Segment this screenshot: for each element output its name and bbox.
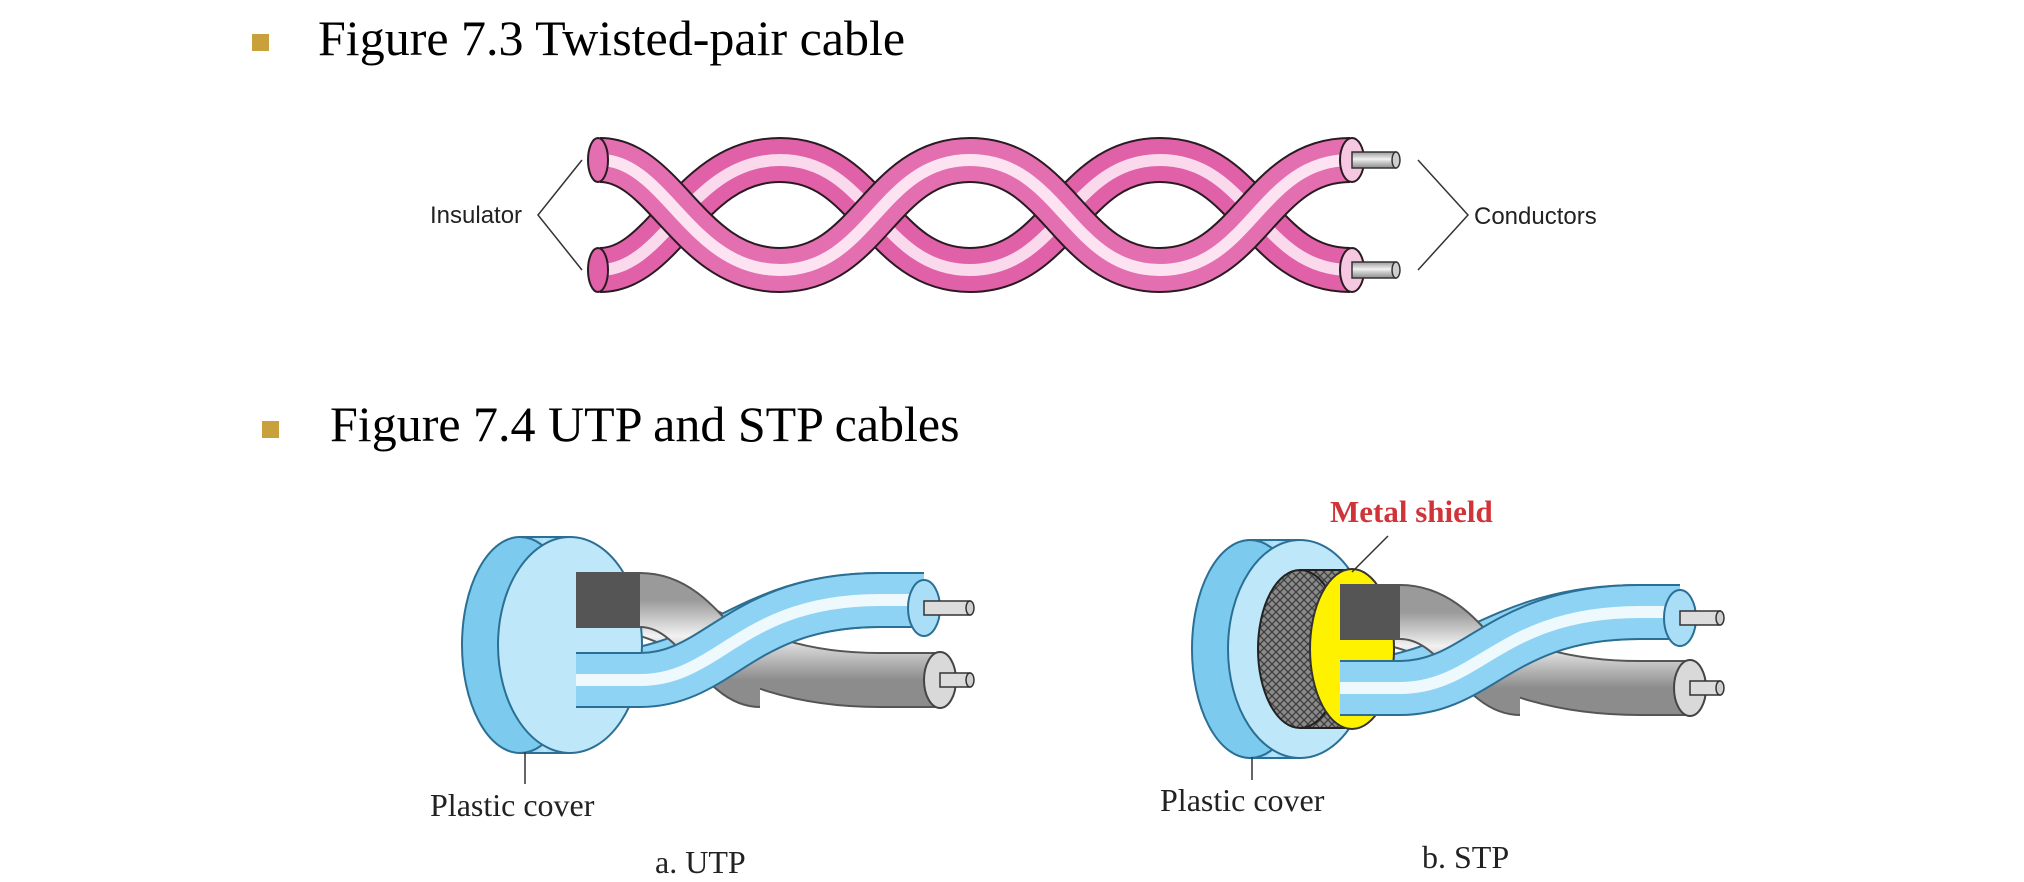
metal-shield-callout-line — [1351, 535, 1389, 573]
stp-cable-illustration — [1191, 535, 1725, 780]
figure-7-4-title: Figure 7.4 UTP and STP cables — [330, 396, 960, 452]
figure-7-3-title: Figure 7.3 Twisted-pair cable — [318, 10, 905, 66]
utp-plastic-cover-label: Plastic cover — [430, 787, 595, 823]
insulator-label: Insulator — [430, 202, 522, 229]
conductors-label: Conductors — [1474, 203, 1597, 230]
bullet-icon — [252, 34, 269, 51]
insulator-callout-line — [537, 159, 583, 271]
conductors-callout-line — [1417, 159, 1470, 271]
stp-plastic-cover-label: Plastic cover — [1160, 782, 1325, 818]
utp-cable-illustration — [461, 536, 975, 784]
twisted-pair-illustration — [537, 136, 1470, 294]
stp-caption: b. STP — [1422, 839, 1509, 875]
bullet-icon — [262, 421, 279, 438]
utp-caption: a. UTP — [655, 844, 746, 880]
metal-shield-label: Metal shield — [1330, 494, 1493, 529]
conductor-bottom — [1339, 247, 1401, 293]
conductor-top — [1339, 137, 1401, 183]
